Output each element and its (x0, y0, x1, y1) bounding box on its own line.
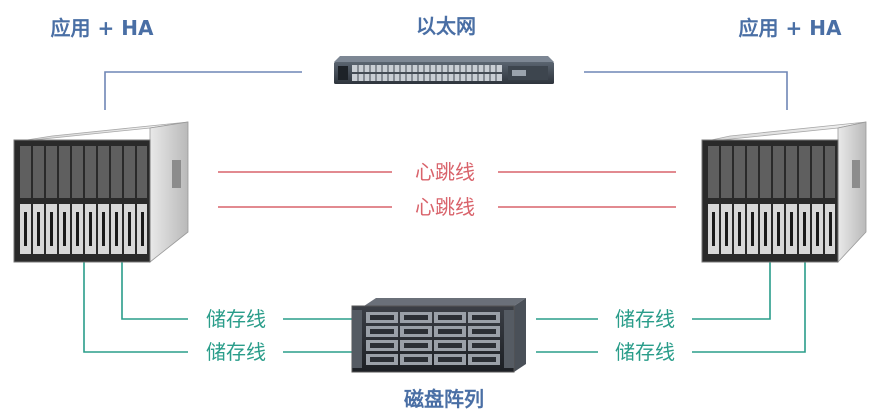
ethernet-link-right (584, 71, 788, 110)
server-right-icon (701, 121, 867, 264)
ethernet-switch-icon (334, 56, 554, 84)
storage-label-right-2: 储存线 (615, 340, 675, 364)
app-ha-left-label: 应用 + HA (51, 16, 154, 40)
storage-line-left-1 (121, 262, 188, 320)
storage-label-left-2: 储存线 (206, 340, 266, 364)
storage-line-right-1 (692, 262, 771, 320)
server-left-icon (13, 121, 189, 263)
heartbeat-label-1: 心跳线 (415, 160, 475, 184)
disk-array-label: 磁盘阵列 (404, 387, 484, 411)
ethernet-label: 以太网 (416, 14, 476, 38)
storage-label-right-1: 储存线 (615, 307, 675, 331)
storage-line-left-2 (83, 262, 188, 353)
app-ha-right-label: 应用 + HA (739, 16, 842, 40)
heartbeat-label-2: 心跳线 (415, 195, 475, 219)
storage-line-right-2 (692, 262, 806, 353)
ethernet-link-left (104, 71, 302, 110)
disk-array-icon (351, 298, 526, 373)
storage-label-left-1: 储存线 (206, 307, 266, 331)
